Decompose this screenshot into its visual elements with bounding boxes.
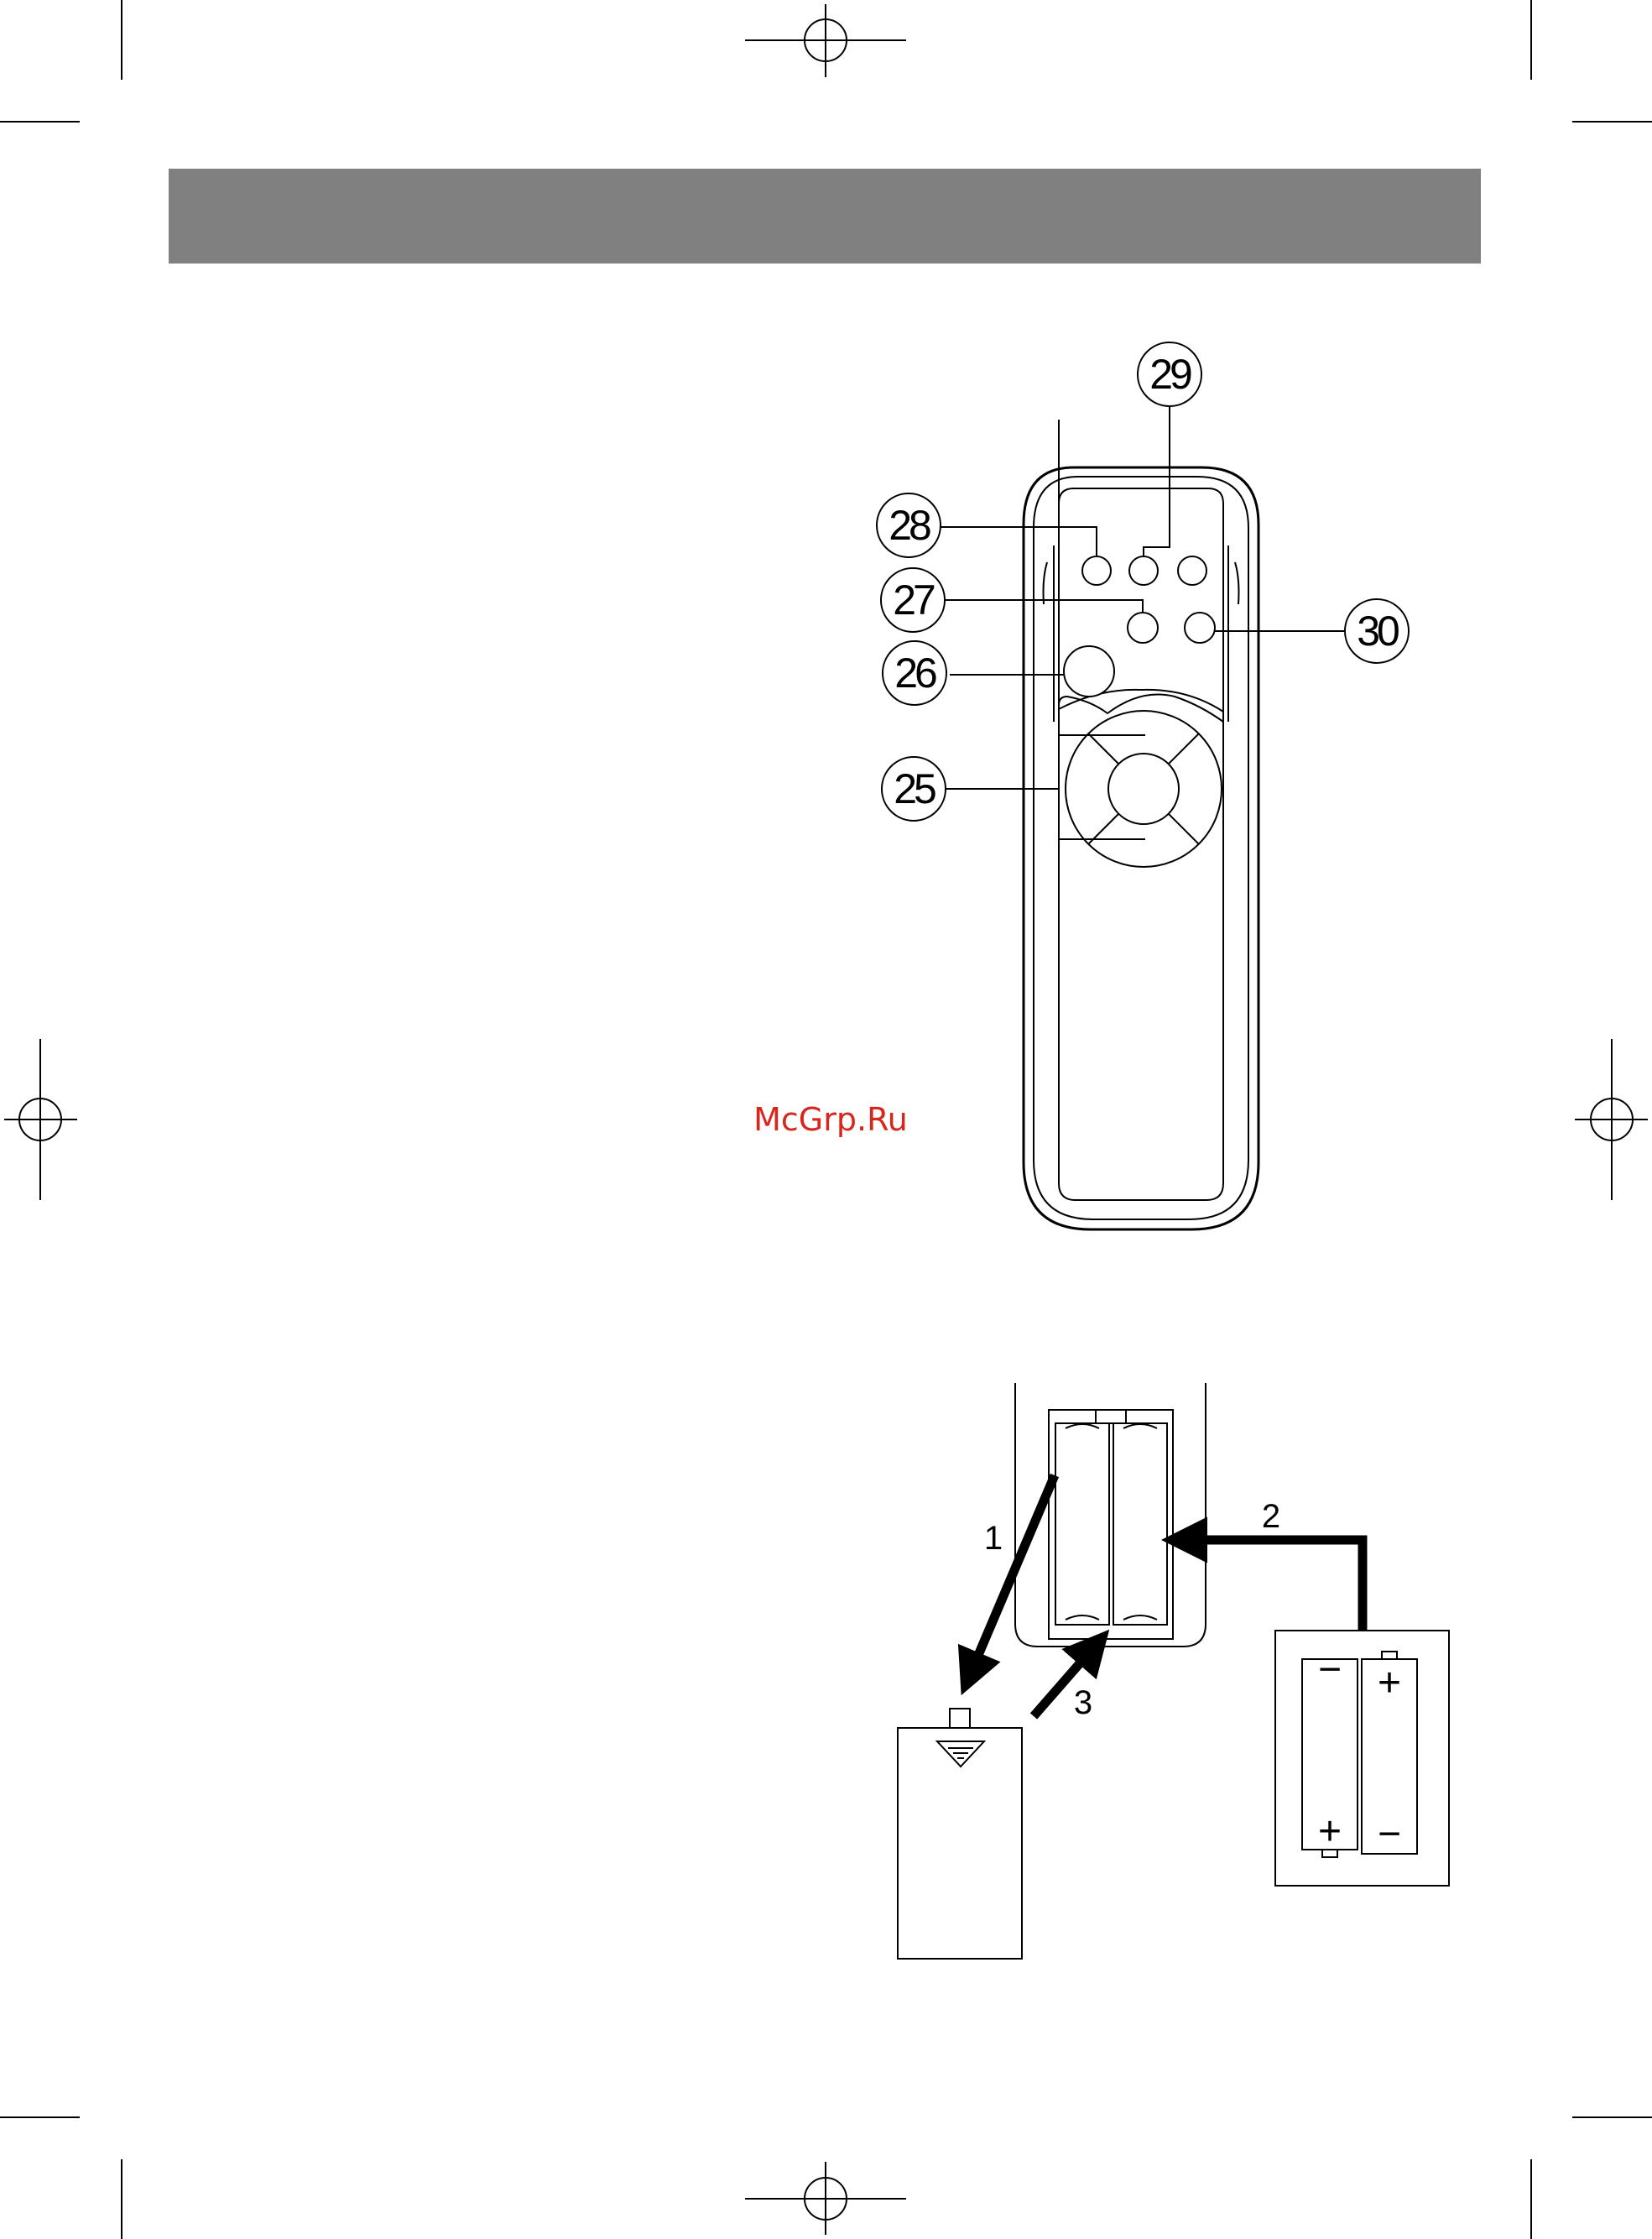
registration-mark-icon (4, 1039, 77, 1200)
step-1-label: 1 (984, 1520, 1003, 1557)
callout-30: 30 (1345, 599, 1409, 663)
step-3-label: 3 (1074, 1684, 1092, 1721)
registration-mark-icon (1575, 1039, 1648, 1200)
svg-text:+: + (1318, 1809, 1342, 1854)
crop-mark-icon (1531, 0, 1652, 122)
remote-button (1185, 613, 1215, 643)
callout-27: 27 (881, 568, 945, 632)
callout-leaders (940, 404, 1345, 789)
callout-28: 28 (877, 493, 941, 557)
registration-mark-icon (745, 2162, 906, 2235)
remote-buttons (1064, 556, 1215, 697)
watermark-text: McGrp.Ru (753, 1101, 908, 1138)
svg-text:−: − (1318, 1647, 1342, 1692)
callout-29: 29 (1138, 342, 1201, 406)
battery-compartment (1015, 1383, 1206, 1647)
callout-26: 26 (883, 641, 946, 705)
header-bar (169, 169, 1481, 264)
registration-mark-icon (745, 4, 906, 77)
crop-mark-icon (1531, 2117, 1652, 2239)
svg-text:−: − (1378, 1812, 1401, 1856)
remote-button (1082, 556, 1111, 585)
svg-text:25: 25 (894, 765, 935, 812)
remote-button (1129, 556, 1158, 585)
remote-button (1064, 646, 1114, 697)
remote-button (1128, 613, 1158, 643)
remote-dpad (1059, 711, 1222, 867)
svg-text:30: 30 (1357, 608, 1399, 655)
svg-text:29: 29 (1149, 351, 1191, 398)
remote-button (1178, 556, 1206, 585)
battery-cover (898, 1709, 1022, 1959)
crop-mark-icon (0, 0, 122, 122)
svg-text:27: 27 (893, 577, 935, 624)
svg-text:28: 28 (889, 502, 930, 549)
battery-pair: − + + − (1275, 1631, 1449, 1886)
crop-mark-icon (0, 2117, 122, 2239)
svg-text:+: + (1378, 1661, 1401, 1705)
callout-25: 25 (882, 757, 946, 821)
svg-text:26: 26 (894, 650, 936, 697)
step-2-label: 2 (1262, 1498, 1280, 1535)
